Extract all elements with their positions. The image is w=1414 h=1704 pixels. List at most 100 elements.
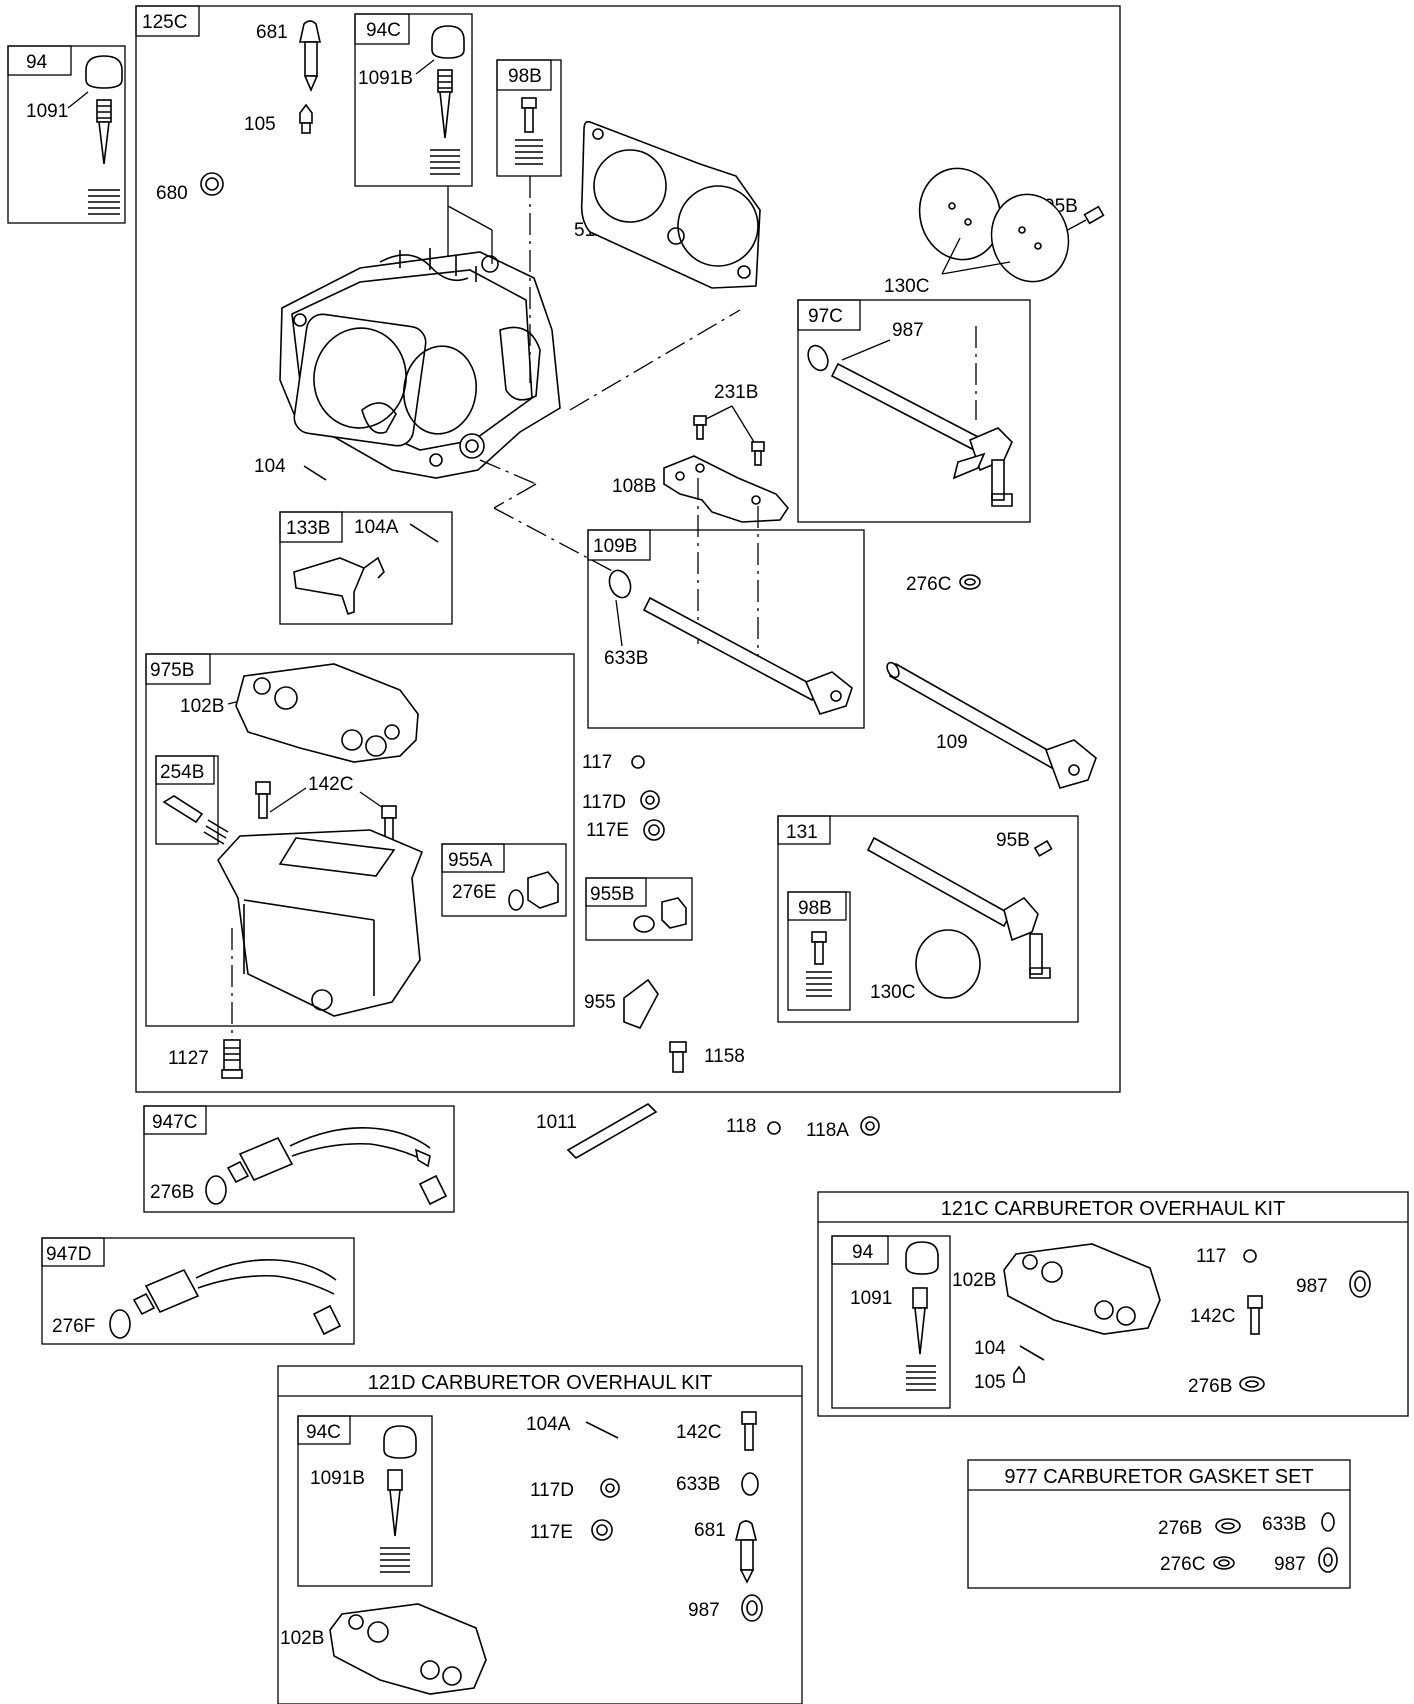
- screw-part-95b-131: [1033, 839, 1053, 857]
- kit-title-121c: 121C CARBURETOR OVERHAUL KIT: [941, 1198, 1286, 1220]
- choke-shaft-part-97c: [807, 344, 1013, 507]
- throttle-shaft-part-109: [886, 661, 1097, 789]
- kit121d-needle-valve: [380, 1425, 417, 1573]
- oring-part-276b: [205, 1175, 227, 1205]
- screw-spring-part-98b-131: [806, 931, 832, 997]
- plug-part-955b: [661, 897, 687, 929]
- box-label-98b-131: 98B: [798, 898, 832, 919]
- part-label-1091b: 1091B: [358, 68, 413, 89]
- plate-part-108b: [663, 455, 790, 523]
- seat-part-680: [200, 172, 224, 196]
- bolt-part-1127: [221, 1039, 243, 1079]
- jet-part-118: [767, 1121, 781, 1135]
- part-label-117: 117: [582, 752, 612, 773]
- part-label-1127: 1127: [168, 1048, 209, 1069]
- assembly-133b: 133B 104A: [279, 511, 453, 625]
- kit121d-label-117e: 117E: [530, 1522, 573, 1543]
- assembly-98b: 98B: [496, 59, 562, 177]
- part-label-231b: 231B: [714, 382, 758, 403]
- assembly-947d: 947D 276F: [41, 1237, 355, 1345]
- tube-part-1011: [566, 1103, 658, 1159]
- jet-part-117d: [640, 790, 660, 810]
- kit121c-label-102b: 102B: [952, 1270, 996, 1291]
- kit121d-pin-142c: [741, 1411, 757, 1451]
- assembly-97c: 97C 987: [797, 299, 1031, 523]
- kit977-oring-276c: [1213, 1556, 1235, 1570]
- box-label-133b: 133B: [286, 518, 330, 539]
- kit121c-pin-104: [1019, 1345, 1045, 1361]
- part-label-118a: 118A: [806, 1120, 849, 1141]
- kit121c-needle-105: [1013, 1365, 1025, 1383]
- choke-shaft-part-131: [866, 836, 1051, 979]
- kit-title-977: 977 CARBURETOR GASKET SET: [1004, 1466, 1313, 1488]
- part-label-142c: 142C: [308, 774, 353, 795]
- kit121c-label-142c: 142C: [1190, 1306, 1235, 1327]
- box-label-131: 131: [786, 822, 818, 843]
- kit121c-seal-987: [1349, 1270, 1371, 1298]
- part-label-118: 118: [726, 1116, 756, 1137]
- screw-part-95b: [1083, 205, 1105, 225]
- box-label-947c: 947C: [152, 1112, 197, 1133]
- box-label-94: 94: [26, 52, 48, 73]
- kit977-label-276c: 276C: [1160, 1554, 1205, 1575]
- kit121d-gasket: [329, 1603, 487, 1695]
- kit-121d: 121D CARBURETOR OVERHAUL KIT 94C 1091B 1…: [277, 1365, 803, 1704]
- kit121d-label-681: 681: [694, 1520, 726, 1541]
- kit977-seal-987: [1318, 1547, 1338, 1573]
- part-label-102b: 102B: [180, 696, 224, 717]
- part-label-130c-131: 130C: [870, 982, 915, 1003]
- needle-valve-part: [85, 55, 123, 215]
- kit121d-label-117d: 117D: [530, 1480, 574, 1501]
- jet-part-117e: [643, 819, 665, 841]
- kit121d-jet-117d: [600, 1478, 620, 1498]
- kit977-label-633b: 633B: [1262, 1514, 1306, 1535]
- part-label-104: 104: [254, 456, 286, 477]
- part-label-276f: 276F: [52, 1316, 95, 1337]
- part-label-109: 109: [936, 732, 968, 753]
- part-label-105: 105: [244, 114, 276, 135]
- assembly-975b: 975B 102B 142C 254B: [145, 653, 575, 1027]
- kit121d-seal-633b: [741, 1472, 759, 1496]
- part-label-276b: 276B: [150, 1182, 194, 1203]
- box-label-955a: 955A: [448, 850, 493, 871]
- kit977-seal-633b: [1321, 1512, 1335, 1532]
- kit121c-label-105: 105: [974, 1372, 1006, 1393]
- assembly-109b: 109B 633B: [587, 529, 865, 729]
- kit121c-pin-142c: [1247, 1295, 1263, 1335]
- kit121c-needle-valve: [905, 1241, 939, 1391]
- kit-977: 977 CARBURETOR GASKET SET 276B 633B 276C…: [967, 1459, 1351, 1589]
- kit121d-label-987: 987: [688, 1600, 720, 1621]
- screw-part-1158: [669, 1041, 687, 1073]
- part-label-987: 987: [892, 320, 924, 341]
- assembly-125c: 125C: [135, 5, 1121, 1093]
- assembly-131: 131 95B 130C 98B: [777, 815, 1079, 1023]
- part-label-95b-131: 95B: [996, 830, 1030, 851]
- part-label-633b: 633B: [604, 648, 648, 669]
- gasket-part-51a: [580, 120, 761, 289]
- kit121c-label-117: 117: [1196, 1246, 1226, 1267]
- part-label-1091: 1091: [26, 101, 68, 122]
- box-label-955b: 955B: [590, 884, 634, 905]
- assembly-94c: 94C 1091B: [354, 13, 473, 187]
- needle-valve-part-94c: [430, 25, 465, 175]
- kit-121c: 121C CARBURETOR OVERHAUL KIT 94 1091 102…: [817, 1191, 1409, 1417]
- part-label-1158: 1158: [704, 1046, 745, 1067]
- kit977-label-276b: 276B: [1158, 1518, 1202, 1539]
- assembly-947c: 947C 276B: [143, 1105, 455, 1213]
- oring-part-276f: [109, 1309, 131, 1339]
- part-label-130c: 130C: [884, 276, 929, 297]
- bracket-part-133b: [293, 556, 385, 616]
- kit121c-gasket: [1003, 1243, 1161, 1335]
- kit121c-label-1091: 1091: [850, 1288, 892, 1309]
- kit121c-label-104: 104: [974, 1338, 1006, 1359]
- kit121d-label-142c: 142C: [676, 1422, 721, 1443]
- kit121d-label-104a: 104A: [526, 1414, 571, 1435]
- box-label-94c: 94C: [366, 20, 401, 41]
- kit121d-label-1091b: 1091B: [310, 1468, 365, 1489]
- oring-part-276c: [959, 574, 981, 590]
- screw-spring-part-98b: [515, 97, 543, 165]
- kit121d-label-633b: 633B: [676, 1474, 720, 1495]
- solenoid-part-947d: [132, 1259, 342, 1336]
- part-label-276c: 276C: [906, 574, 951, 595]
